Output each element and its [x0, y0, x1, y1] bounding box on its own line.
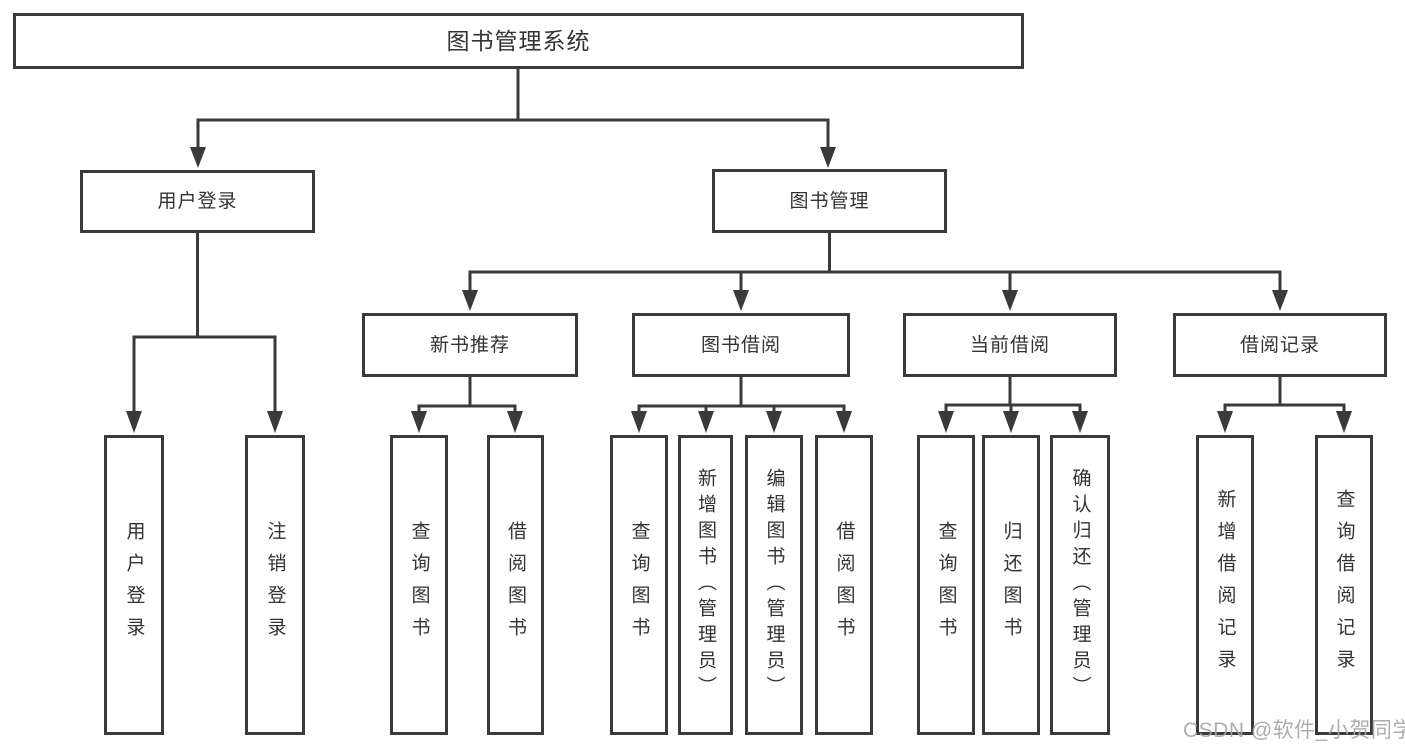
leaf-query-books-under-current: 查询图书 — [917, 435, 975, 735]
leaf-label: 查询借阅记录 — [1333, 489, 1355, 681]
leaf-label: 归还图书 — [1000, 521, 1022, 649]
leaf-add-book-admin: 新增图书（管理员） — [678, 435, 733, 735]
node-new-book-recommend: 新书推荐 — [362, 313, 578, 377]
node-current-borrowing: 当前借阅 — [903, 313, 1117, 377]
leaf-label: 编辑图书（管理员） — [763, 468, 785, 702]
leaf-query-books-under-recommend: 查询图书 — [390, 435, 448, 735]
leaf-logout: 注销登录 — [245, 435, 305, 735]
csdn-watermark: CSDN @软件_小贺同学 — [1183, 719, 1405, 742]
connector-arrowheads — [126, 147, 1352, 433]
leaf-user-login: 用户登录 — [104, 435, 164, 735]
leaf-label: 查询图书 — [628, 521, 650, 649]
leaf-label: 新增借阅记录 — [1214, 489, 1236, 681]
leaf-label: 借阅图书 — [505, 521, 526, 649]
node-root-book-management-system: 图书管理系统 — [13, 13, 1024, 69]
node-label: 新书推荐 — [429, 334, 510, 356]
leaf-label: 确认归还（管理员） — [1069, 468, 1091, 702]
leaf-label: 注销登录 — [264, 521, 286, 649]
node-label: 当前借阅 — [969, 334, 1050, 356]
node-user-login: 用户登录 — [80, 170, 315, 233]
leaf-label: 用户登录 — [123, 521, 145, 649]
leaf-label: 借阅图书 — [833, 521, 855, 649]
node-label: 用户登录 — [157, 191, 238, 212]
node-book-borrowing: 图书借阅 — [632, 313, 850, 377]
leaf-borrow-books-under-borrowing: 借阅图书 — [815, 435, 873, 735]
leaf-label: 查询图书 — [935, 521, 957, 649]
node-label: 借阅记录 — [1239, 334, 1320, 356]
leaf-add-borrow-record: 新增借阅记录 — [1196, 435, 1254, 735]
node-label: 图书管理 — [789, 190, 870, 212]
leaf-return-books: 归还图书 — [982, 435, 1040, 735]
node-label: 图书借阅 — [700, 334, 781, 356]
node-book-management: 图书管理 — [712, 169, 947, 233]
node-label: 图书管理系统 — [446, 27, 591, 54]
leaf-borrow-books-under-recommend: 借阅图书 — [487, 435, 544, 735]
leaf-query-borrow-record: 查询借阅记录 — [1315, 435, 1373, 735]
leaf-label: 新增图书（管理员） — [695, 468, 716, 702]
leaf-edit-book-admin: 编辑图书（管理员） — [745, 435, 803, 735]
leaf-query-books-under-borrowing: 查询图书 — [610, 435, 668, 735]
node-borrowing-records: 借阅记录 — [1173, 313, 1387, 377]
connector-stroke-path — [132, 69, 1346, 414]
leaf-label: 查询图书 — [408, 521, 430, 649]
leaf-confirm-return-admin: 确认归还（管理员） — [1050, 435, 1110, 735]
